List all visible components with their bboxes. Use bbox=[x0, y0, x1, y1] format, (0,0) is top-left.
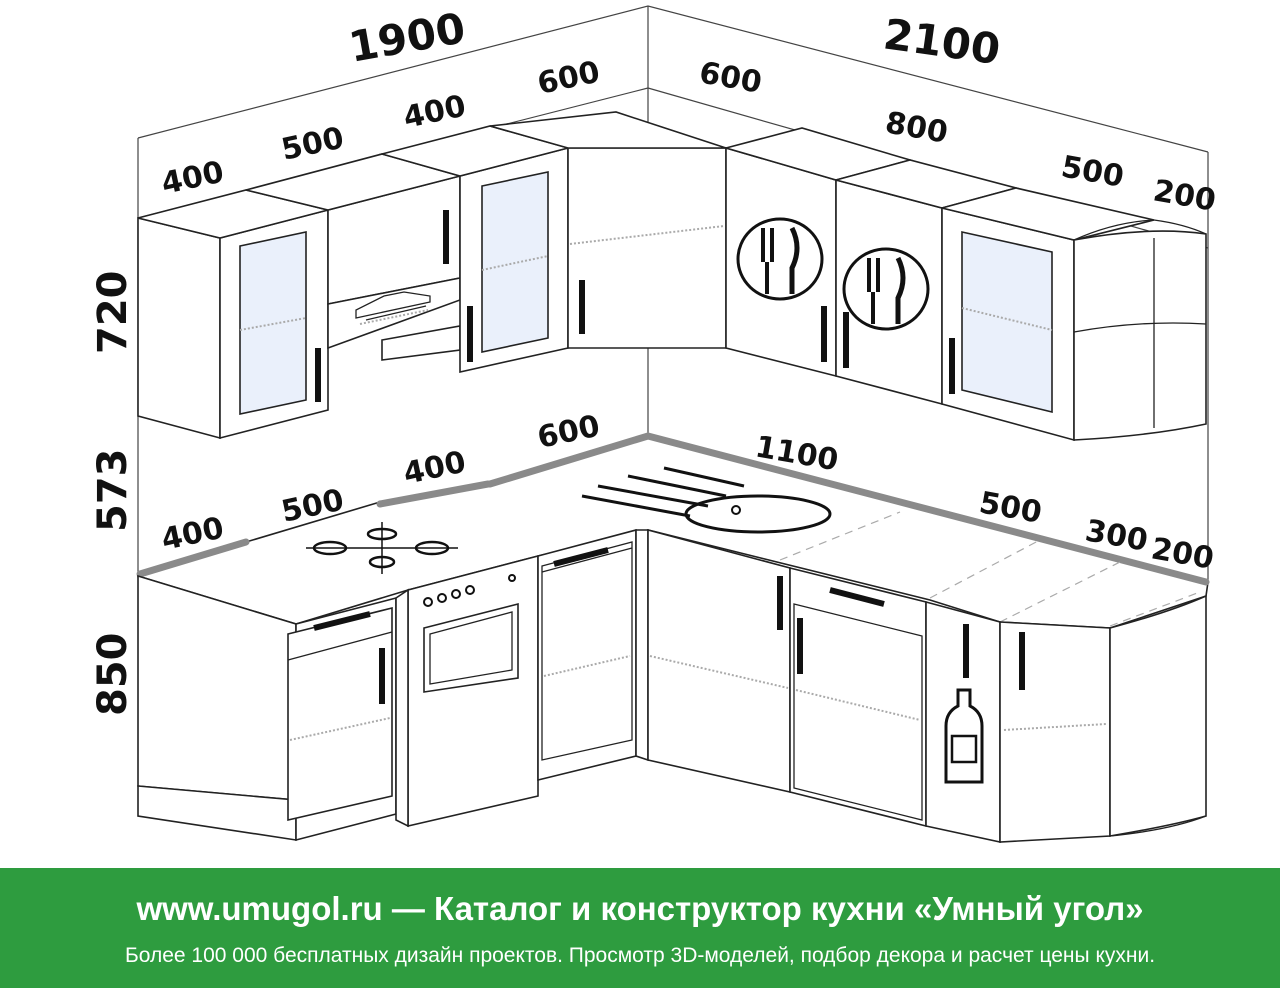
range-hood-icon bbox=[355, 291, 431, 325]
cutlery-plate-icon bbox=[736, 217, 824, 301]
dim-top-7: 500 bbox=[1059, 149, 1127, 194]
stove-unit bbox=[395, 554, 539, 828]
banner-subtitle: Более 100 000 бесплатных дизайн проектов… bbox=[124, 944, 1156, 967]
dim-top-2: 500 bbox=[278, 121, 347, 168]
countertop bbox=[136, 432, 1210, 629]
upper-cabinet-plate-1 bbox=[723, 127, 913, 378]
cooktop-burners bbox=[306, 522, 458, 574]
dim-total-left: 1900 bbox=[345, 3, 469, 72]
kitchen-drawing: 1900 2100 400 500 400 600 600 800 500 20… bbox=[90, 3, 1218, 843]
base-cabinet-left bbox=[137, 574, 397, 842]
upper-hood-cabinet bbox=[245, 153, 464, 361]
base-cabinet-curved-end bbox=[999, 594, 1207, 843]
upper-corner-cabinet bbox=[489, 111, 727, 349]
dim-height-gap: 573 bbox=[90, 449, 136, 533]
bottle-icon bbox=[944, 688, 984, 784]
base-drawer-cabinet bbox=[789, 566, 927, 828]
base-corner-cabinet bbox=[635, 528, 791, 794]
dim-bottom-4: 600 bbox=[534, 409, 603, 456]
cutlery-plate-icon bbox=[842, 247, 930, 331]
banner-title[interactable]: www.umugol.ru — Каталог и конструктор ку… bbox=[136, 890, 1144, 927]
promo-banner: www.umugol.ru — Каталог и конструктор ку… bbox=[0, 868, 1280, 988]
dim-top-1: 400 bbox=[158, 155, 227, 202]
base-bottle-cabinet bbox=[925, 600, 1001, 843]
dim-top-3: 400 bbox=[400, 89, 469, 136]
sink bbox=[581, 466, 832, 534]
upper-cabinet-glass-right bbox=[941, 187, 1155, 442]
dim-top-4: 600 bbox=[534, 55, 603, 102]
dim-top-5: 600 bbox=[697, 55, 765, 100]
dim-top-6: 800 bbox=[883, 105, 951, 150]
base-cabinet-mid bbox=[537, 528, 637, 782]
dim-height-upper: 720 bbox=[90, 271, 136, 355]
dim-height-base: 850 bbox=[90, 633, 136, 717]
upper-cabinet-glass-mid bbox=[378, 125, 572, 373]
upper-open-shelf-end bbox=[1073, 219, 1207, 441]
upper-cabinet-glass-left bbox=[137, 189, 329, 440]
dim-total-right: 2100 bbox=[881, 9, 1004, 74]
dim-bottom-3: 400 bbox=[400, 445, 469, 492]
